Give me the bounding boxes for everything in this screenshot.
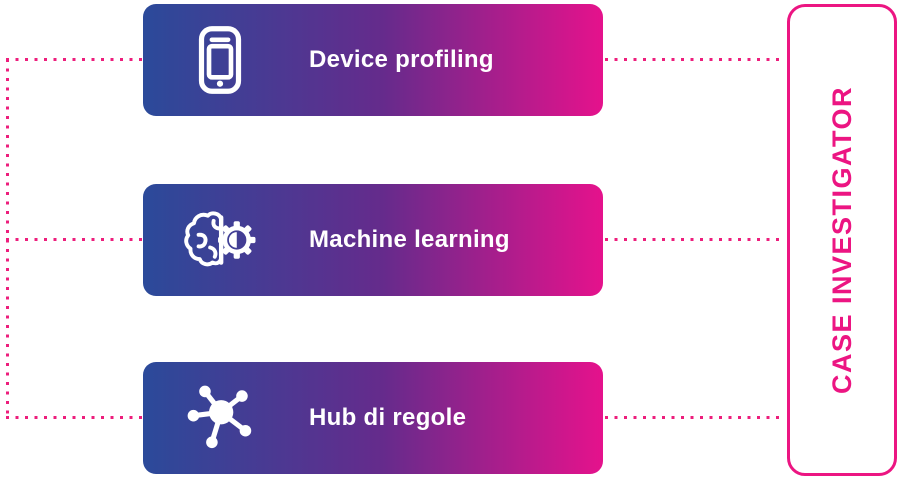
hub-network-icon (183, 381, 257, 455)
smartphone-icon (183, 23, 257, 97)
connector-right-hub-di-regole (605, 416, 785, 419)
case-investigator-panel: CASE INVESTIGATOR (787, 4, 897, 476)
card-label: Device profiling (309, 46, 494, 73)
card-machine-learning: Machine learning (143, 184, 603, 296)
connector-left-device-profiling (6, 58, 143, 61)
connector-left-hub-di-regole (6, 416, 143, 419)
connector-left-machine-learning (6, 238, 143, 241)
card-device-profiling: Device profiling (143, 4, 603, 116)
case-investigator-label: CASE INVESTIGATOR (826, 85, 857, 395)
card-label: Hub di regole (309, 404, 467, 431)
card-hub-di-regole: Hub di regole (143, 362, 603, 474)
connector-right-machine-learning (605, 238, 785, 241)
connector-right-device-profiling (605, 58, 785, 61)
brain-gear-icon (183, 203, 257, 277)
card-label: Machine learning (309, 226, 510, 253)
